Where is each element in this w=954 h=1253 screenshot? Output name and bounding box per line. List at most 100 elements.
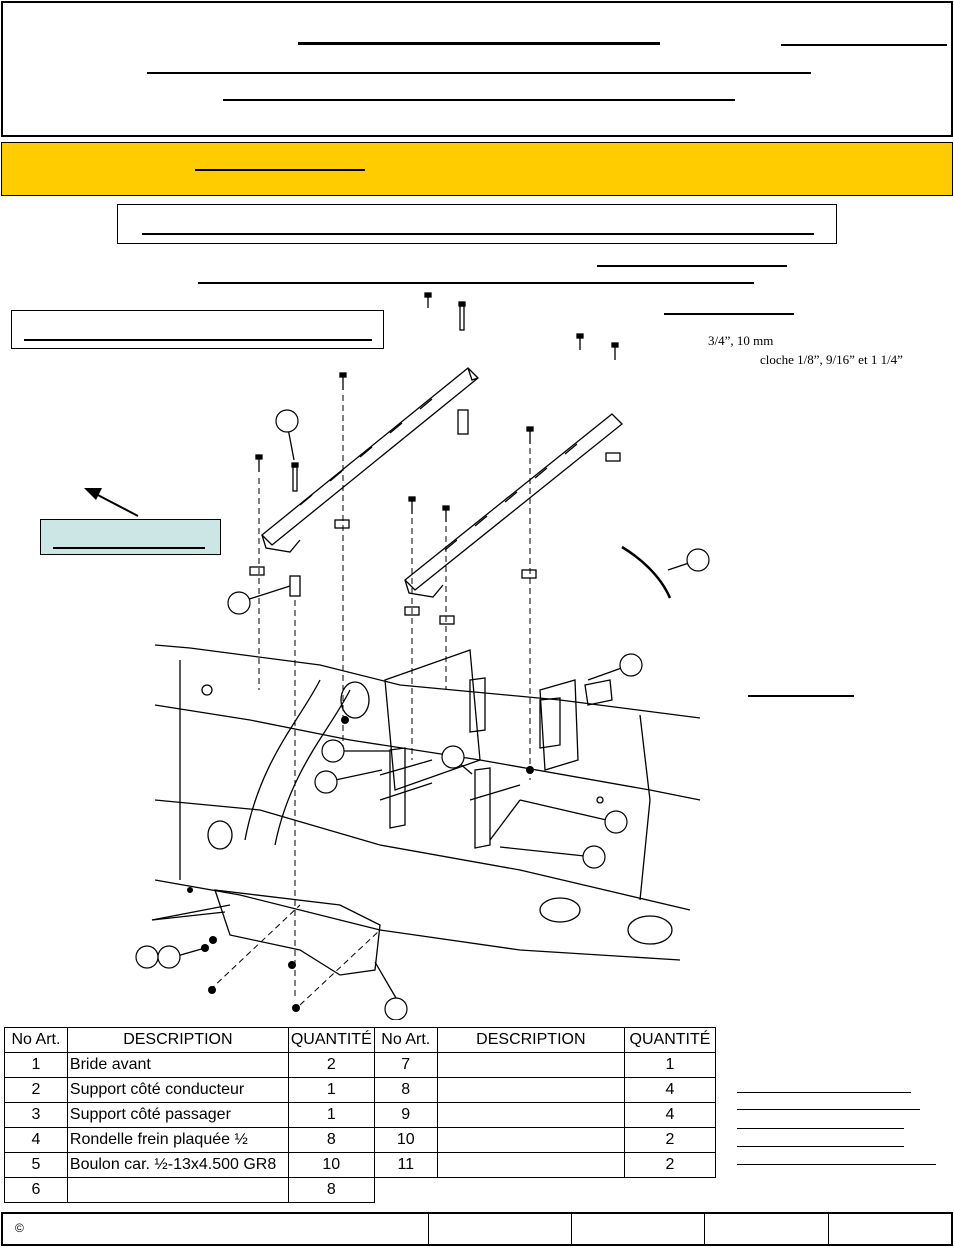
table-row: 4 Rondelle frein plaquée ½ 8 10 2 bbox=[4, 1127, 716, 1153]
item-description: Support côté conducteur bbox=[66, 1077, 289, 1103]
table-row: 6 8 bbox=[4, 1177, 716, 1203]
note-underline bbox=[737, 1146, 904, 1147]
item-no: 6 bbox=[4, 1177, 68, 1203]
item-description bbox=[436, 1102, 626, 1128]
instruction-underline-2 bbox=[198, 282, 754, 284]
item-description: Boulon car. ½-13x4.500 GR8 bbox=[66, 1152, 289, 1178]
title-underline bbox=[298, 42, 660, 45]
table-row: 1 Bride avant 2 7 1 bbox=[4, 1052, 716, 1078]
item-quantity: 1 bbox=[624, 1052, 716, 1078]
item-quantity: 4 bbox=[624, 1077, 716, 1103]
callout-circle bbox=[582, 845, 606, 869]
note-underline bbox=[737, 1164, 936, 1165]
footer-divider bbox=[828, 1214, 829, 1244]
left-note-box bbox=[11, 310, 384, 349]
bolt-icon bbox=[424, 292, 432, 308]
item-no: 3 bbox=[4, 1102, 68, 1128]
item-description bbox=[436, 1052, 626, 1078]
warning-bar bbox=[1, 142, 953, 196]
callout-circle bbox=[321, 739, 345, 763]
tools-underline bbox=[664, 313, 794, 315]
item-no: 8 bbox=[373, 1077, 438, 1103]
callout-circle bbox=[686, 548, 710, 572]
warning-underline bbox=[195, 169, 365, 171]
item-quantity: 8 bbox=[287, 1177, 375, 1203]
callout-circle bbox=[384, 997, 408, 1020]
left-note-underline bbox=[24, 339, 372, 341]
rail-plate-right bbox=[404, 413, 623, 598]
bolt-icon bbox=[611, 342, 619, 360]
spacer bbox=[457, 409, 469, 435]
part-number-underline bbox=[781, 44, 947, 46]
footer-divider bbox=[571, 1214, 572, 1244]
callout-circle bbox=[227, 591, 251, 615]
header-description: DESCRIPTION bbox=[66, 1027, 289, 1053]
item-quantity: 1 bbox=[287, 1077, 375, 1103]
bolt-icon bbox=[442, 505, 450, 522]
header-quantity: QUANTITÉ bbox=[624, 1027, 716, 1053]
notice-underline bbox=[142, 233, 814, 235]
header-description: DESCRIPTION bbox=[436, 1027, 626, 1053]
callout-circle bbox=[604, 810, 628, 834]
empty-cell bbox=[374, 1178, 715, 1203]
item-quantity: 4 bbox=[624, 1102, 716, 1128]
bolt-icon bbox=[339, 372, 347, 390]
instruction-underline-1 bbox=[597, 265, 787, 267]
callout-circle bbox=[314, 770, 338, 794]
note-underline bbox=[737, 1128, 904, 1129]
item-no: 2 bbox=[4, 1077, 68, 1103]
item-description: Support côté passager bbox=[66, 1102, 289, 1128]
item-quantity: 10 bbox=[287, 1152, 375, 1178]
footer-bar: © bbox=[1, 1212, 953, 1246]
item-description bbox=[436, 1152, 626, 1178]
header-quantity: QUANTITÉ bbox=[287, 1027, 375, 1053]
bolt-icon bbox=[291, 462, 299, 492]
copyright-symbol: © bbox=[15, 1221, 24, 1235]
header-no: No Art. bbox=[373, 1027, 438, 1053]
header-box bbox=[1, 1, 953, 137]
item-no: 9 bbox=[373, 1102, 438, 1128]
callout-circle bbox=[441, 745, 465, 769]
callout-circle bbox=[135, 945, 159, 969]
bolt-icon bbox=[458, 301, 466, 331]
front-arrow-icon bbox=[84, 488, 139, 517]
table-row: 5 Boulon car. ½-13x4.500 GR8 10 11 2 bbox=[4, 1152, 716, 1178]
spacer bbox=[289, 575, 301, 597]
item-no: 11 bbox=[373, 1152, 438, 1178]
subtitle-underline bbox=[147, 72, 811, 74]
callout-circle bbox=[619, 653, 643, 677]
callout-circle bbox=[157, 945, 181, 969]
callout-circle bbox=[275, 409, 299, 433]
tools-sockets: cloche 1/8”, 9/16” et 1 1/4” bbox=[760, 352, 903, 367]
front-label-box bbox=[40, 519, 221, 555]
vehicle-underline bbox=[223, 99, 735, 101]
diagram-note-underline bbox=[748, 695, 854, 697]
tools-sizes: 3/4”, 10 mm bbox=[708, 333, 774, 348]
item-quantity: 8 bbox=[287, 1127, 375, 1153]
item-description bbox=[66, 1177, 289, 1203]
note-underline bbox=[737, 1092, 911, 1093]
parts-table: No Art. DESCRIPTION QUANTITÉ No Art. DES… bbox=[4, 1027, 716, 1203]
table-row: 3 Support côté passager 1 9 4 bbox=[4, 1102, 716, 1128]
item-quantity: 2 bbox=[624, 1127, 716, 1153]
footer-divider bbox=[704, 1214, 705, 1244]
item-quantity: 2 bbox=[287, 1052, 375, 1078]
notice-box bbox=[117, 204, 837, 244]
item-no: 7 bbox=[373, 1052, 438, 1078]
item-no: 1 bbox=[4, 1052, 68, 1078]
rail-plate-left bbox=[261, 367, 479, 553]
item-no: 5 bbox=[4, 1152, 68, 1178]
item-quantity: 1 bbox=[287, 1102, 375, 1128]
item-no: 10 bbox=[373, 1127, 438, 1153]
item-description bbox=[436, 1127, 626, 1153]
item-description: Bride avant bbox=[66, 1052, 289, 1078]
bolt-icon bbox=[255, 454, 263, 472]
table-row: 2 Support côté conducteur 1 8 4 bbox=[4, 1077, 716, 1103]
bolt-icon bbox=[408, 496, 416, 514]
bolt-icon bbox=[576, 333, 584, 350]
cable bbox=[621, 545, 672, 599]
item-description bbox=[436, 1077, 626, 1103]
item-description: Rondelle frein plaquée ½ bbox=[66, 1127, 289, 1153]
vehicle-frame bbox=[154, 644, 701, 976]
table-header-row: No Art. DESCRIPTION QUANTITÉ No Art. DES… bbox=[4, 1027, 716, 1053]
